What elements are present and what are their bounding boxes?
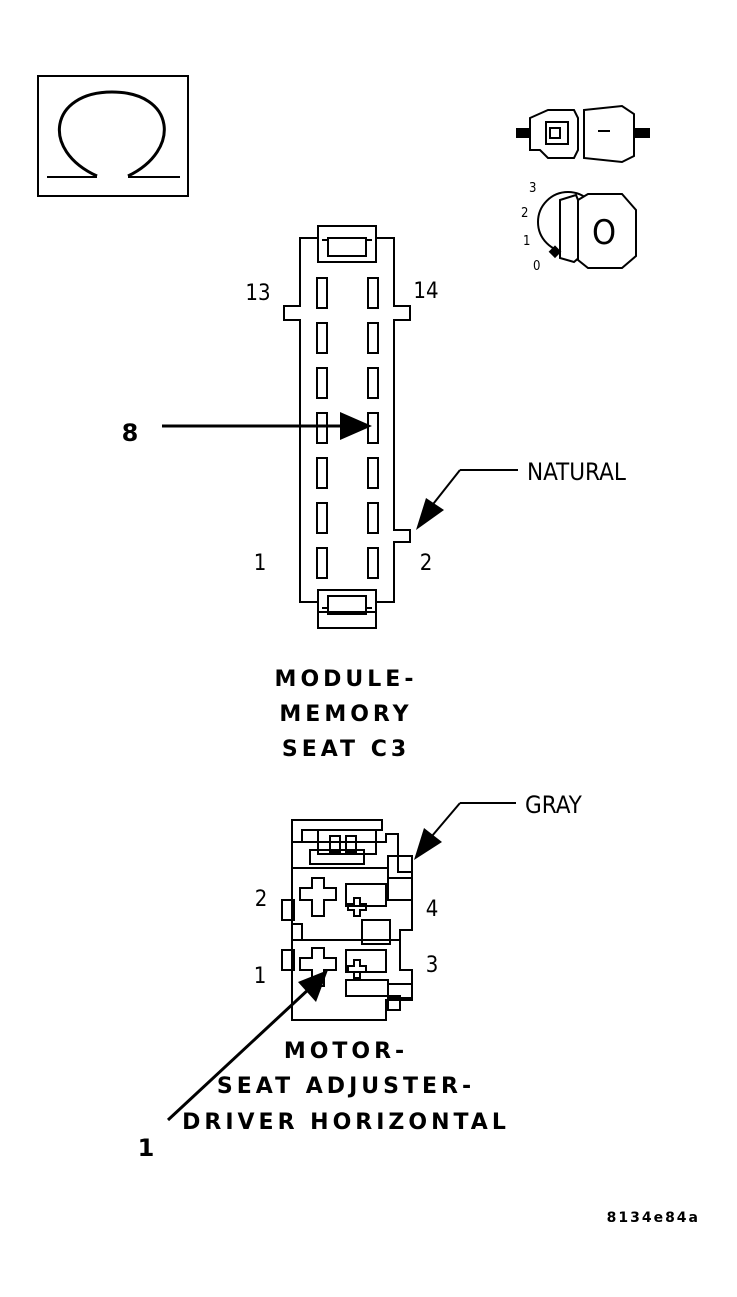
pin-label-2: 2 [255, 887, 268, 912]
pin-label-1: 1 [254, 551, 267, 576]
callout-arrow-pin-8 [162, 412, 372, 440]
pin-cavity [316, 412, 328, 444]
key-position-2: 2 [521, 206, 528, 221]
pin-cavity [316, 277, 328, 309]
pin-cavity [367, 277, 379, 309]
color-leader-natural [416, 469, 518, 530]
color-leader-gray [414, 802, 516, 860]
pin-cavity [316, 322, 328, 354]
title-line-3: SEAT C3 [282, 737, 410, 762]
callout-number-1: 1 [138, 1134, 155, 1162]
pin-cavity [367, 412, 379, 444]
connector-c3-title: MODULE- MEMORY SEAT C3 [275, 667, 418, 762]
title-line-2: MEMORY [279, 702, 412, 727]
connector-motor-title: MOTOR- SEAT ADJUSTER- DRIVER HORIZONTAL [182, 1039, 510, 1135]
bottom-latch [317, 589, 377, 629]
pin-cavity [367, 457, 379, 489]
pin-cavity [367, 322, 379, 354]
pin-cavity [316, 457, 328, 489]
ignition-key-switch-icon: O 3 2 1 0 [516, 104, 650, 274]
title-line-2: SEAT ADJUSTER- [217, 1074, 475, 1099]
pin-label-2: 2 [420, 551, 433, 576]
callout-number-8: 8 [122, 419, 139, 447]
title-line-1: MOTOR- [284, 1039, 408, 1064]
key-position-0: 0 [533, 259, 540, 274]
figure-id: 8134e84a [607, 1210, 700, 1226]
connector-c3-face [283, 225, 411, 629]
pin-label-4: 4 [426, 897, 439, 922]
pin-label-3: 3 [426, 953, 439, 978]
plug-connector-icon [516, 104, 650, 164]
pin-label-14: 14 [413, 279, 438, 304]
color-label-gray: GRAY [525, 791, 583, 819]
key-position-3: 3 [529, 181, 536, 196]
pin-cavity [316, 502, 328, 534]
connector-motor-face [281, 819, 413, 1021]
title-line-1: MODULE- [275, 667, 418, 692]
ohm-icon [37, 75, 189, 197]
pin-label-13: 13 [245, 281, 270, 306]
key-label: O [592, 213, 616, 253]
pin-cavity [367, 547, 379, 579]
pin-cavity [367, 367, 379, 399]
pin-cavity [316, 547, 328, 579]
key-position-1: 1 [523, 234, 530, 249]
color-label-natural: NATURAL [527, 458, 626, 486]
pin-cavity [316, 367, 328, 399]
pin-cavity [367, 502, 379, 534]
key-switch-icon: O [537, 191, 637, 269]
pin-cavities [316, 277, 379, 579]
top-latch [317, 225, 377, 263]
callout-arrow-pin-1 [166, 970, 328, 1122]
pin-label-1: 1 [254, 964, 267, 989]
title-line-3: DRIVER HORIZONTAL [182, 1110, 510, 1135]
